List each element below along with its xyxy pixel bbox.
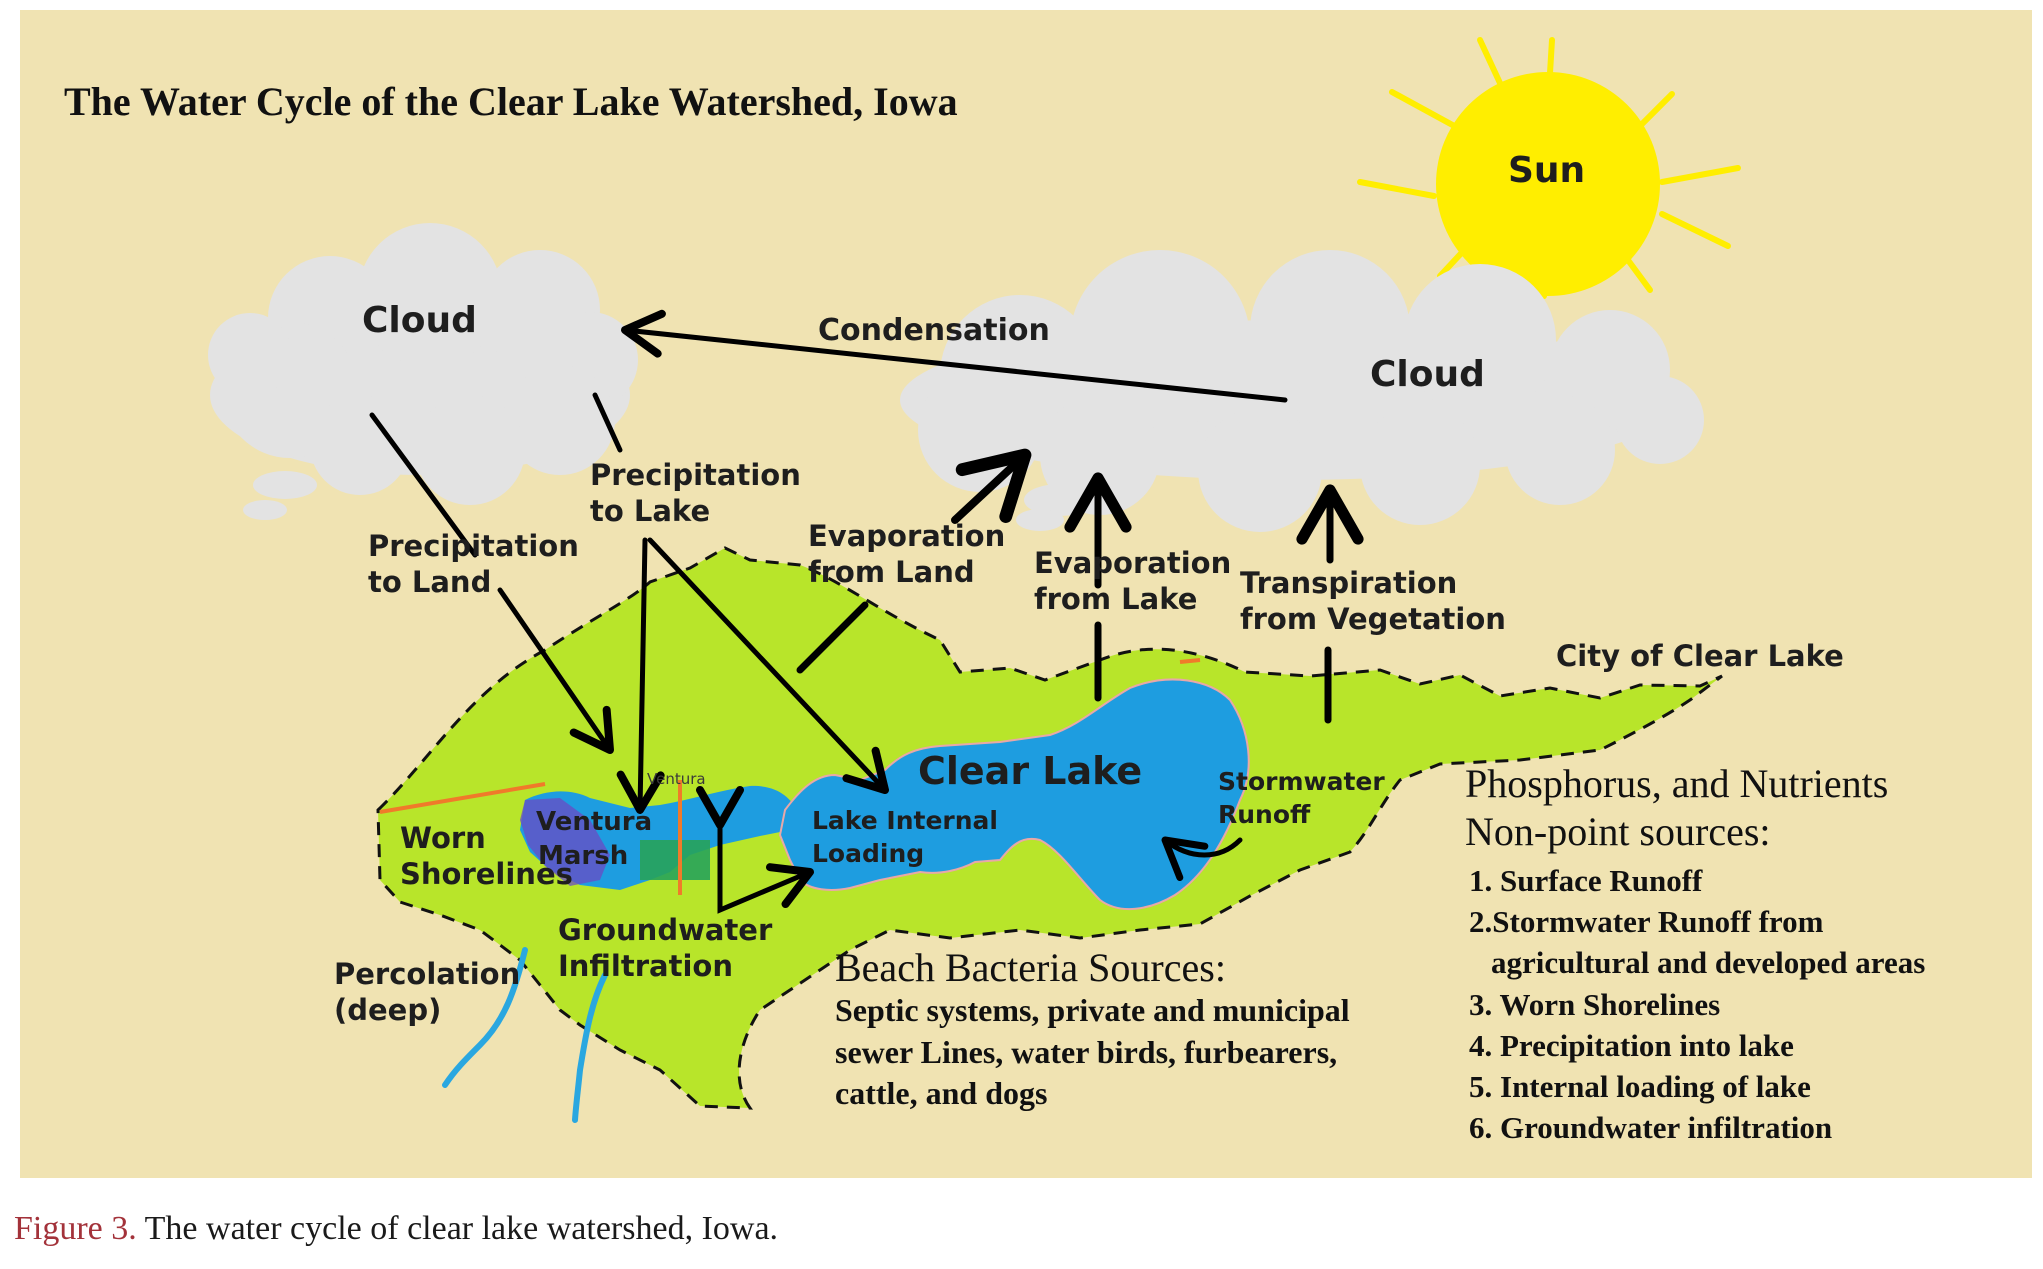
phosphorus-item: 2.Stormwater Runoff from xyxy=(1469,904,1824,940)
left-cloud-icon xyxy=(208,223,638,520)
right-cloud-label: Cloud xyxy=(1370,354,1485,395)
condensation-label: Condensation xyxy=(818,313,1050,348)
ventura-town-label: Ventura xyxy=(647,770,706,788)
transpiration-label: Transpiration from Vegetation xyxy=(1240,565,1506,638)
evap-land-arrow xyxy=(796,601,869,674)
precip-land-line1: Precipitation xyxy=(368,529,579,563)
precip-land-arrow xyxy=(369,412,478,558)
phosphorus-block: Phosphorus, and Nutrients Non-point sour… xyxy=(1465,760,1925,1149)
precip-land-label: Precipitation to Land xyxy=(368,528,579,601)
bacteria-line2: sewer Lines, water birds, furbearers, xyxy=(835,1033,1338,1070)
precip-land-line2: to Land xyxy=(368,565,492,600)
phosphorus-item: 3. Worn Shorelines xyxy=(1469,986,1721,1022)
transpiration-line2: from Vegetation xyxy=(1240,602,1506,637)
clear-lake-label: Clear Lake xyxy=(918,749,1143,793)
phosphorus-item: 5. Internal loading of lake xyxy=(1469,1069,1811,1105)
phosphorus-heading-line2: Non-point sources: xyxy=(1465,809,1771,854)
percolation-line2: (deep) xyxy=(334,993,442,1028)
phosphorus-item: 1. Surface Runoff xyxy=(1469,863,1703,898)
precip-lake-line2: to Lake xyxy=(590,494,711,529)
groundwater-line1: Groundwater xyxy=(558,913,773,947)
bacteria-line1: Septic systems, private and municipal xyxy=(835,992,1350,1028)
ventura-marsh-label: Ventura Marsh xyxy=(536,806,652,874)
diagram-title: The Water Cycle of the Clear Lake Waters… xyxy=(64,79,958,124)
evap-lake-line1: Evaporation xyxy=(1034,546,1232,580)
arrows xyxy=(369,309,1364,914)
worn-shorelines-line1: Worn xyxy=(400,821,486,855)
precip-land-arrow-lower xyxy=(497,587,614,754)
bacteria-block: Beach Bacteria Sources: Septic systems, … xyxy=(835,946,1350,1115)
groundwater-line2: Infiltration xyxy=(558,949,733,984)
evap-lake-line2: from Lake xyxy=(1034,582,1198,617)
precip-lake-arrow-b xyxy=(616,537,665,814)
bacteria-line3: cattle, and dogs xyxy=(835,1075,1048,1112)
city-label: City of Clear Lake xyxy=(1556,639,1844,673)
evap-land-line1: Evaporation xyxy=(808,519,1006,553)
phosphorus-heading-line1: Phosphorus, and Nutrients xyxy=(1465,761,1889,806)
lake-loading-line2: Loading xyxy=(812,838,925,868)
ventura-marsh-line1: Ventura xyxy=(536,807,653,837)
figure-caption: Figure 3. The water cycle of clear lake … xyxy=(14,1210,778,1248)
lake-loading-label: Lake Internal Loading xyxy=(812,805,998,870)
background-panel xyxy=(20,10,2032,1178)
road-marks xyxy=(379,658,1201,895)
evap-lake-label: Evaporation from Lake xyxy=(1034,545,1231,618)
stormwater-line1: Stormwater xyxy=(1218,767,1385,796)
marsh-vegetation xyxy=(520,798,610,886)
precip-lake-arrow-a xyxy=(592,392,623,453)
stormwater-label: Stormwater Runoff xyxy=(1218,766,1385,831)
evap-land-arrow-upper xyxy=(951,448,1032,524)
evap-land-label: Evaporation from Land xyxy=(808,518,1005,591)
left-cloud-label: Cloud xyxy=(362,300,477,341)
sun-label: Sun xyxy=(1508,150,1586,191)
phosphorus-item: 6. Groundwater infiltration xyxy=(1469,1110,1833,1146)
groundwater-arrow xyxy=(696,786,814,914)
precip-lake-arrow-c xyxy=(647,537,889,794)
evap-land-line2: from Land xyxy=(808,555,975,590)
phosphorus-item: 4. Precipitation into lake xyxy=(1469,1027,1794,1063)
ventura-marsh-line2: Marsh xyxy=(538,840,629,871)
stormwater-line2: Runoff xyxy=(1218,799,1311,829)
worn-shorelines-line2: Shorelines xyxy=(400,857,573,892)
caption-text: The water cycle of clear lake watershed,… xyxy=(136,1210,779,1247)
precip-lake-label: Precipitation to Lake xyxy=(590,457,801,530)
sun-icon xyxy=(1357,37,1741,299)
bacteria-heading: Beach Bacteria Sources: xyxy=(835,945,1226,990)
caption-figure-number: Figure 3. xyxy=(14,1210,137,1247)
stormwater-arrow xyxy=(1161,836,1243,881)
streams xyxy=(442,947,608,1123)
phosphorus-item: agricultural and developed areas xyxy=(1491,945,1926,981)
transpiration-line1: Transpiration xyxy=(1240,566,1458,600)
precip-lake-line1: Precipitation xyxy=(590,458,801,492)
percolation-line1: Percolation xyxy=(334,957,521,991)
condensation-arrow xyxy=(621,309,1288,403)
right-cloud-icon xyxy=(900,250,1704,532)
clear-lake-water xyxy=(778,678,1250,911)
groundwater-label: Groundwater Infiltration xyxy=(558,912,772,985)
lake-loading-line1: Lake Internal xyxy=(812,806,998,835)
worn-shorelines-label: Worn Shorelines xyxy=(400,820,573,893)
phosphorus-list: 1. Surface Runoff 2.Stormwater Runoff fr… xyxy=(1465,860,1925,1149)
percolation-label: Percolation (deep) xyxy=(334,956,520,1029)
